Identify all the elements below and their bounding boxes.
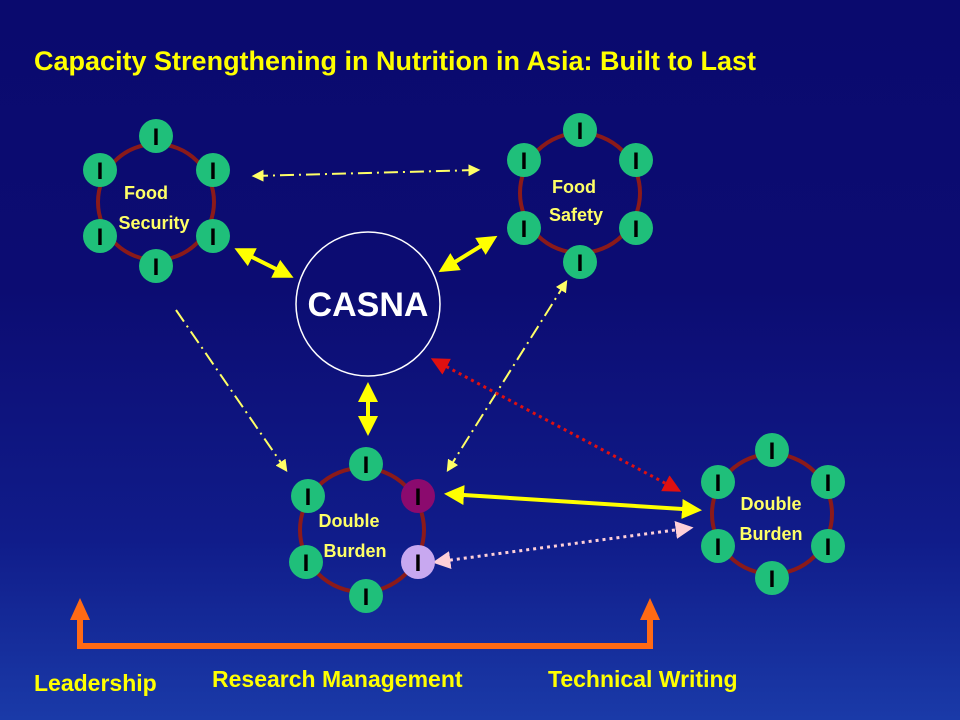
node-double-burden-a-14	[401, 479, 435, 513]
node-letter-food-security-3: I	[97, 224, 104, 251]
node-food-safety-8	[619, 143, 653, 177]
node-double-burden-a-13	[291, 479, 325, 513]
node-letter-food-safety-9: I	[521, 216, 528, 243]
node-double-burden-a-12	[349, 447, 383, 481]
node-double-burden-a-15	[289, 545, 323, 579]
node-food-security-5	[139, 249, 173, 283]
node-letter-double-burden-a-14: I	[415, 484, 422, 511]
ring-label-burden-a-line1: Double	[319, 511, 380, 531]
node-letter-double-burden-a-17: I	[363, 584, 370, 611]
node-letter-food-security-5: I	[153, 254, 160, 281]
node-letter-double-burden-a-15: I	[303, 550, 310, 577]
dotted-casna-burden-b	[430, 358, 682, 492]
node-letter-double-burden-a-12: I	[363, 452, 370, 479]
bracket-arrowhead-left	[70, 598, 90, 620]
node-food-safety-10	[619, 211, 653, 245]
node-double-burden-b-21	[701, 529, 735, 563]
casna-circle	[295, 231, 441, 377]
node-food-security-1	[83, 153, 117, 187]
node-letter-double-burden-a-13: I	[305, 484, 312, 511]
node-letter-food-security-2: I	[210, 158, 217, 185]
node-double-burden-b-23	[755, 561, 789, 595]
label-technical-writing: Technical Writing	[548, 666, 738, 692]
node-letter-double-burden-b-21: I	[715, 534, 722, 561]
dashdot-security-burden	[175, 309, 288, 472]
node-group: I I I I I I I I I I I I I I I I I I I I I I I I	[83, 113, 845, 613]
label-research-management: Research Management	[212, 666, 463, 692]
node-double-burden-a-16	[401, 545, 435, 579]
node-food-safety-7	[507, 143, 541, 177]
node-letter-food-safety-10: I	[633, 216, 640, 243]
node-double-burden-a-17	[349, 579, 383, 613]
node-food-security-3	[83, 219, 117, 253]
node-food-safety-6	[563, 113, 597, 147]
node-letter-double-burden-b-22: I	[825, 534, 832, 561]
ring-label-burden-a-line2: Burden	[324, 541, 387, 561]
arrow-security-casna	[234, 248, 294, 278]
ring-label-burden-b-line1: Double	[741, 494, 802, 514]
node-double-burden-b-19	[701, 465, 735, 499]
node-double-burden-b-18	[755, 433, 789, 467]
node-letter-double-burden-b-18: I	[769, 438, 776, 465]
casna-label: CASNA	[308, 286, 429, 324]
node-food-security-4	[196, 219, 230, 253]
ring-label-safety-line1: Food	[552, 177, 596, 197]
node-food-safety-9	[507, 211, 541, 245]
dotted-burden-lavender	[432, 520, 694, 570]
page-title: Capacity Strengthening in Nutrition in A…	[34, 46, 757, 76]
ring-label-security-line2: Security	[118, 213, 189, 233]
ring-label-safety-line2: Safety	[549, 205, 603, 225]
node-letter-food-safety-7: I	[521, 148, 528, 175]
node-letter-food-safety-8: I	[633, 148, 640, 175]
node-double-burden-b-20	[811, 465, 845, 499]
node-food-security-2	[196, 153, 230, 187]
label-leadership: Leadership	[34, 670, 157, 696]
arrow-safety-casna	[438, 235, 498, 273]
node-letter-double-burden-b-20: I	[825, 470, 832, 497]
node-food-security-0	[139, 119, 173, 153]
node-double-burden-b-22	[811, 529, 845, 563]
node-food-safety-11	[563, 245, 597, 279]
bottom-bracket	[77, 620, 653, 649]
node-letter-food-safety-11: I	[577, 250, 584, 277]
bracket-arrowhead-right	[640, 598, 660, 620]
arrow-burden-burden	[444, 485, 702, 519]
ring-label-burden-b-line2: Burden	[740, 524, 803, 544]
ring-label-security-line1: Food	[124, 183, 168, 203]
dashdot-security-safety	[251, 164, 481, 182]
node-letter-double-burden-a-16: I	[415, 550, 422, 577]
node-letter-double-burden-b-23: I	[769, 566, 776, 593]
node-letter-food-security-4: I	[210, 224, 217, 251]
node-letter-food-security-1: I	[97, 158, 104, 185]
node-letter-double-burden-b-19: I	[715, 470, 722, 497]
node-letter-food-security-0: I	[153, 124, 160, 151]
node-letter-food-safety-6: I	[577, 118, 584, 145]
